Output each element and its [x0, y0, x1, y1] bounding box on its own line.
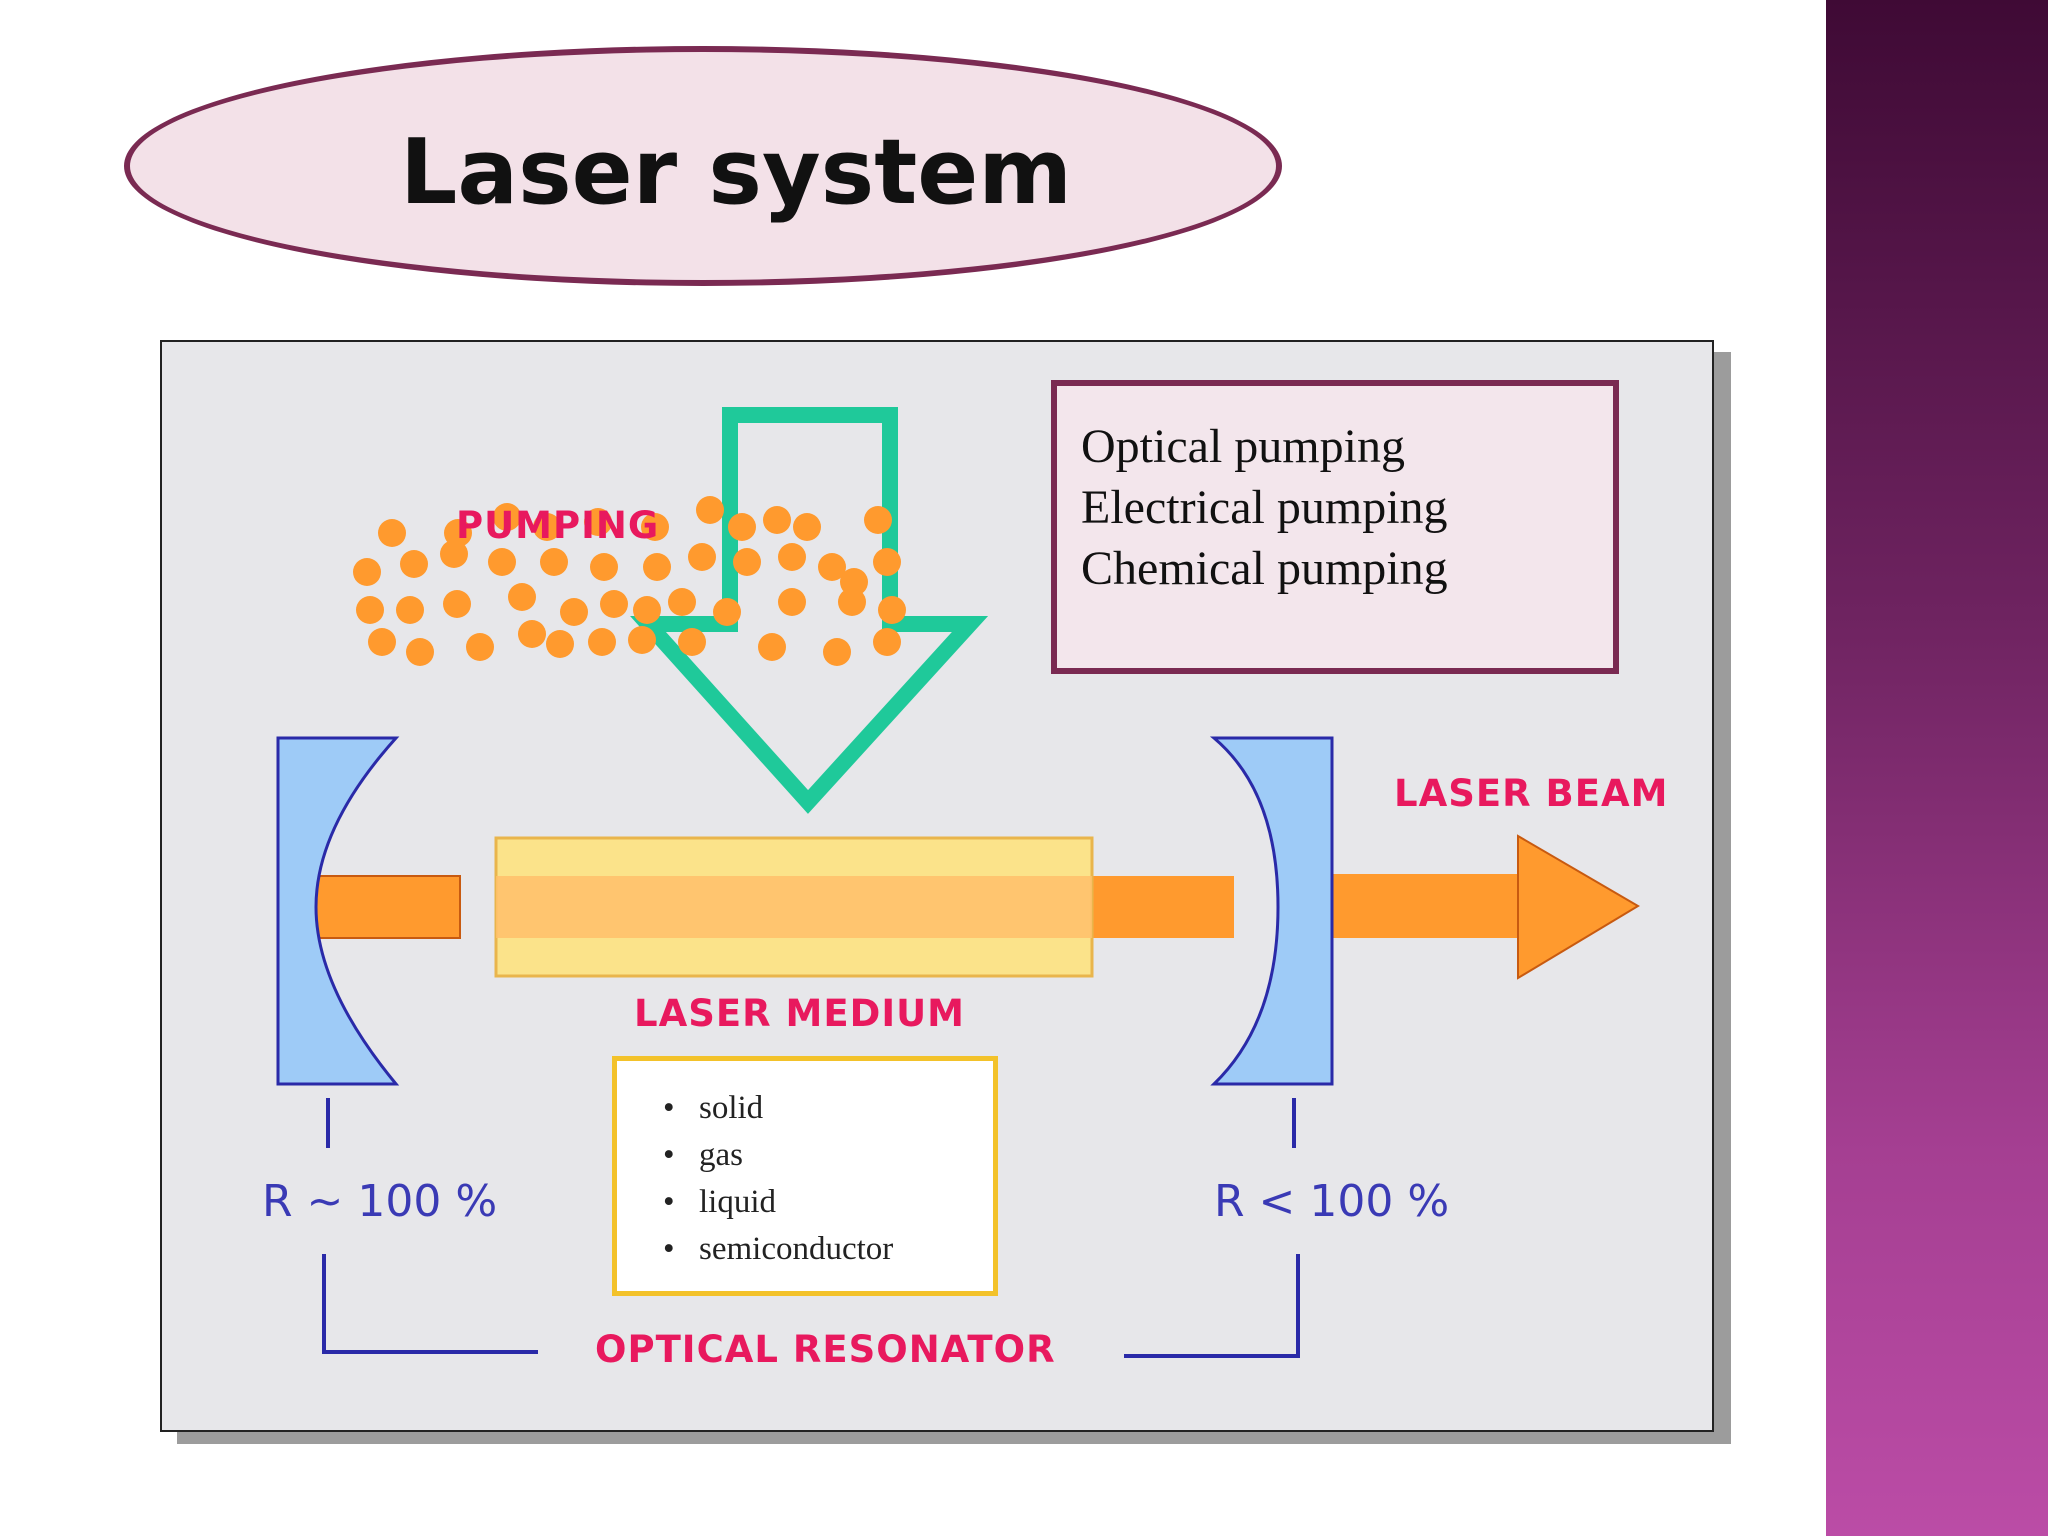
medium-particle	[778, 543, 806, 571]
medium-particle	[728, 513, 756, 541]
medium-particle	[668, 588, 696, 616]
resonator-bracket-left	[322, 1254, 538, 1354]
pumping-method-item: Optical pumping	[1081, 420, 1405, 473]
medium-particle	[643, 553, 671, 581]
medium-particle	[466, 633, 494, 661]
laser-medium-label: LASER MEDIUM	[634, 992, 965, 1035]
medium-particles	[353, 496, 906, 666]
output-beam	[1332, 874, 1522, 938]
medium-particle	[540, 548, 568, 576]
pumping-methods-box: Optical pumping Electrical pumping Chemi…	[1051, 380, 1619, 674]
pump-arrow-icon	[630, 407, 989, 814]
medium-particle	[793, 513, 821, 541]
medium-particle	[823, 638, 851, 666]
medium-type-item: gas	[663, 1132, 993, 1179]
laser-medium-core	[496, 876, 1092, 938]
medium-particle	[678, 628, 706, 656]
medium-particle	[440, 540, 468, 568]
medium-particle	[546, 630, 574, 658]
pumping-method-item: Electrical pumping	[1081, 481, 1448, 534]
medium-particle	[488, 548, 516, 576]
optical-resonator-label: OPTICAL RESONATOR	[595, 1328, 1056, 1371]
medium-particle	[560, 598, 588, 626]
medium-particle	[600, 590, 628, 618]
medium-type-item: semiconductor	[663, 1226, 993, 1273]
medium-particle	[633, 596, 661, 624]
medium-particle	[533, 513, 561, 541]
pumping-method-item: Chemical pumping	[1081, 542, 1448, 595]
medium-particle	[873, 628, 901, 656]
right-reflectivity-label: R < 100 %	[1214, 1176, 1449, 1227]
medium-particle	[518, 620, 546, 648]
output-beam-arrowhead-icon	[1517, 834, 1640, 980]
medium-particle	[443, 590, 471, 618]
slide-title: Laser system	[400, 120, 1073, 225]
medium-particle	[628, 626, 656, 654]
medium-particle	[356, 596, 384, 624]
beam-left-segment	[291, 875, 461, 939]
medium-particle	[396, 596, 424, 624]
medium-particle	[713, 598, 741, 626]
medium-types-box: solid gas liquid semiconductor	[612, 1056, 998, 1296]
medium-particle	[406, 638, 434, 666]
medium-particle	[588, 628, 616, 656]
decorative-sidebar	[1826, 0, 2048, 1536]
medium-type-item: solid	[663, 1085, 993, 1132]
medium-particle	[878, 596, 906, 624]
title-ellipse	[124, 46, 1282, 286]
medium-particle	[590, 553, 618, 581]
medium-particle	[378, 519, 406, 547]
medium-particle	[818, 553, 846, 581]
medium-particle	[400, 550, 428, 578]
resonator-bracket-right	[1124, 1254, 1300, 1358]
medium-particle	[733, 548, 761, 576]
medium-particle	[641, 513, 669, 541]
medium-particle	[353, 558, 381, 586]
medium-particle	[763, 506, 791, 534]
medium-particle	[584, 508, 612, 536]
medium-particle	[368, 628, 396, 656]
medium-particle	[444, 519, 472, 547]
right-mirror	[1209, 736, 1334, 1086]
left-mirror	[276, 736, 400, 1086]
medium-particle	[508, 583, 536, 611]
medium-particle	[493, 503, 521, 531]
medium-type-item: liquid	[663, 1179, 993, 1226]
medium-particle	[688, 543, 716, 571]
beam-right-segment	[1092, 876, 1234, 938]
medium-particle	[778, 588, 806, 616]
laser-diagram: PUMPING LASER BEAM LASER MEDIUM OPTICAL …	[262, 407, 1668, 1371]
pumping-label: PUMPING	[456, 504, 659, 547]
laser-beam-label: LASER BEAM	[1394, 772, 1668, 815]
medium-particle	[758, 633, 786, 661]
medium-particle	[696, 496, 724, 524]
medium-particle	[873, 548, 901, 576]
medium-particle	[838, 588, 866, 616]
left-reflectivity-label: R ~ 100 %	[262, 1176, 497, 1227]
medium-particle	[864, 506, 892, 534]
